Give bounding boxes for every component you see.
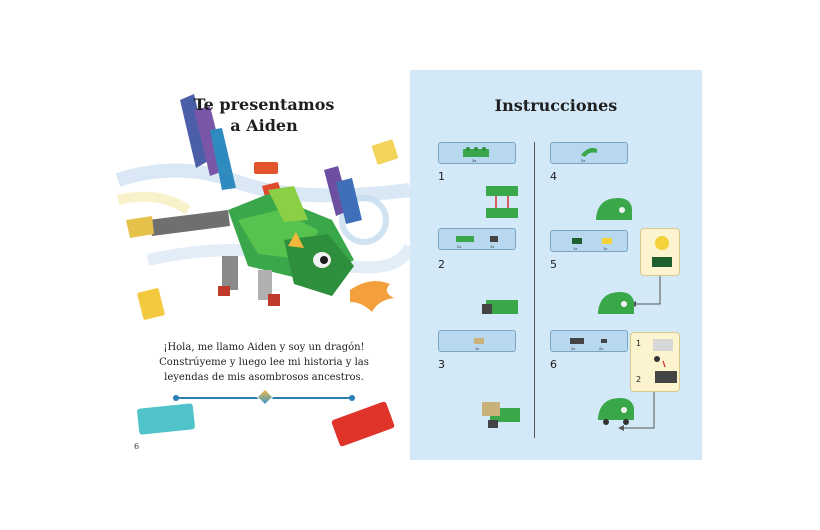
intro-text: ¡Hola, me llamo Aiden y soy un dragón! C… xyxy=(136,340,392,385)
step-5-subassembly-inset xyxy=(640,228,680,276)
step-2-number: 2 xyxy=(438,258,445,271)
step-3-assembly xyxy=(482,402,520,428)
step-3-number: 3 xyxy=(438,358,445,371)
left-page: Te presentamos a Aiden ¡Hola, me llamo A… xyxy=(115,70,416,460)
step-1-assembly xyxy=(486,186,518,218)
curved-slope-icon xyxy=(581,147,597,157)
part-qty: 2x xyxy=(599,346,604,351)
part-qty: 2x xyxy=(571,346,576,351)
step-5-number: 5 xyxy=(550,258,557,271)
dragon-illustration xyxy=(115,94,416,447)
yellow-piece-icon xyxy=(602,238,612,244)
instructions-title: Instrucciones xyxy=(494,96,618,115)
dark-green-plate-icon xyxy=(572,238,582,244)
step-6-subassembly-inset: 1 2 xyxy=(630,332,680,392)
part-qty: 3x xyxy=(472,158,477,163)
dark-brick-icon xyxy=(490,236,498,242)
part-qty: 1x xyxy=(573,246,578,251)
intro-line-1: ¡Hola, me llamo Aiden y soy un dragón! xyxy=(163,342,365,353)
page-title: Te presentamos a Aiden xyxy=(118,94,410,136)
step-4-parts-box: 2x xyxy=(550,142,628,164)
title-line-2: a Aiden xyxy=(230,116,298,135)
title-line-1: Te presentamos xyxy=(193,95,335,114)
step-6-parts-box: 2x 2x xyxy=(550,330,628,352)
part-qty: 1x xyxy=(603,246,608,251)
column-separator xyxy=(534,142,535,438)
wheel-subassembly xyxy=(653,339,677,383)
right-page: Instrucciones 3x 1 2x 1x 2 1x xyxy=(410,70,702,460)
dark-plate-icon xyxy=(570,338,584,344)
sub-step-2-number: 2 xyxy=(636,375,642,384)
sub-step-1-number: 1 xyxy=(636,339,642,348)
part-qty: 1x xyxy=(490,244,495,249)
step-2-assembly xyxy=(482,300,518,314)
ornamental-divider xyxy=(173,388,355,406)
divider-dot xyxy=(349,395,355,401)
part-qty: 1x xyxy=(475,346,480,351)
step-4-number: 4 xyxy=(550,170,557,183)
step-5-assembly xyxy=(598,292,634,314)
green-plate-icon xyxy=(463,147,489,157)
tan-brick-icon xyxy=(474,338,484,344)
yellow-head-subassembly xyxy=(652,236,672,267)
divider-dot xyxy=(173,395,179,401)
step-6-number: 6 xyxy=(550,358,557,371)
page-number: 6 xyxy=(134,442,140,451)
step-1-number: 1 xyxy=(438,170,445,183)
green-plate-icon xyxy=(456,236,474,242)
step-3-parts-box: 1x xyxy=(438,330,516,352)
step-5-parts-box: 1x 1x xyxy=(550,230,628,252)
intro-line-3: leyendas de mis asombrosos ancestros. xyxy=(164,372,364,383)
step-4-assembly xyxy=(596,198,632,220)
part-qty: 2x xyxy=(581,158,586,163)
step-6-assembly xyxy=(598,398,634,425)
part-qty: 2x xyxy=(457,244,462,249)
step-2-parts-box: 2x 1x xyxy=(438,228,516,250)
step-1-parts-box: 3x xyxy=(438,142,516,164)
step-6-arrow xyxy=(618,392,655,431)
intro-line-2: Constrúyeme y luego lee mi historia y la… xyxy=(159,357,369,368)
dark-pin-icon xyxy=(601,339,607,343)
